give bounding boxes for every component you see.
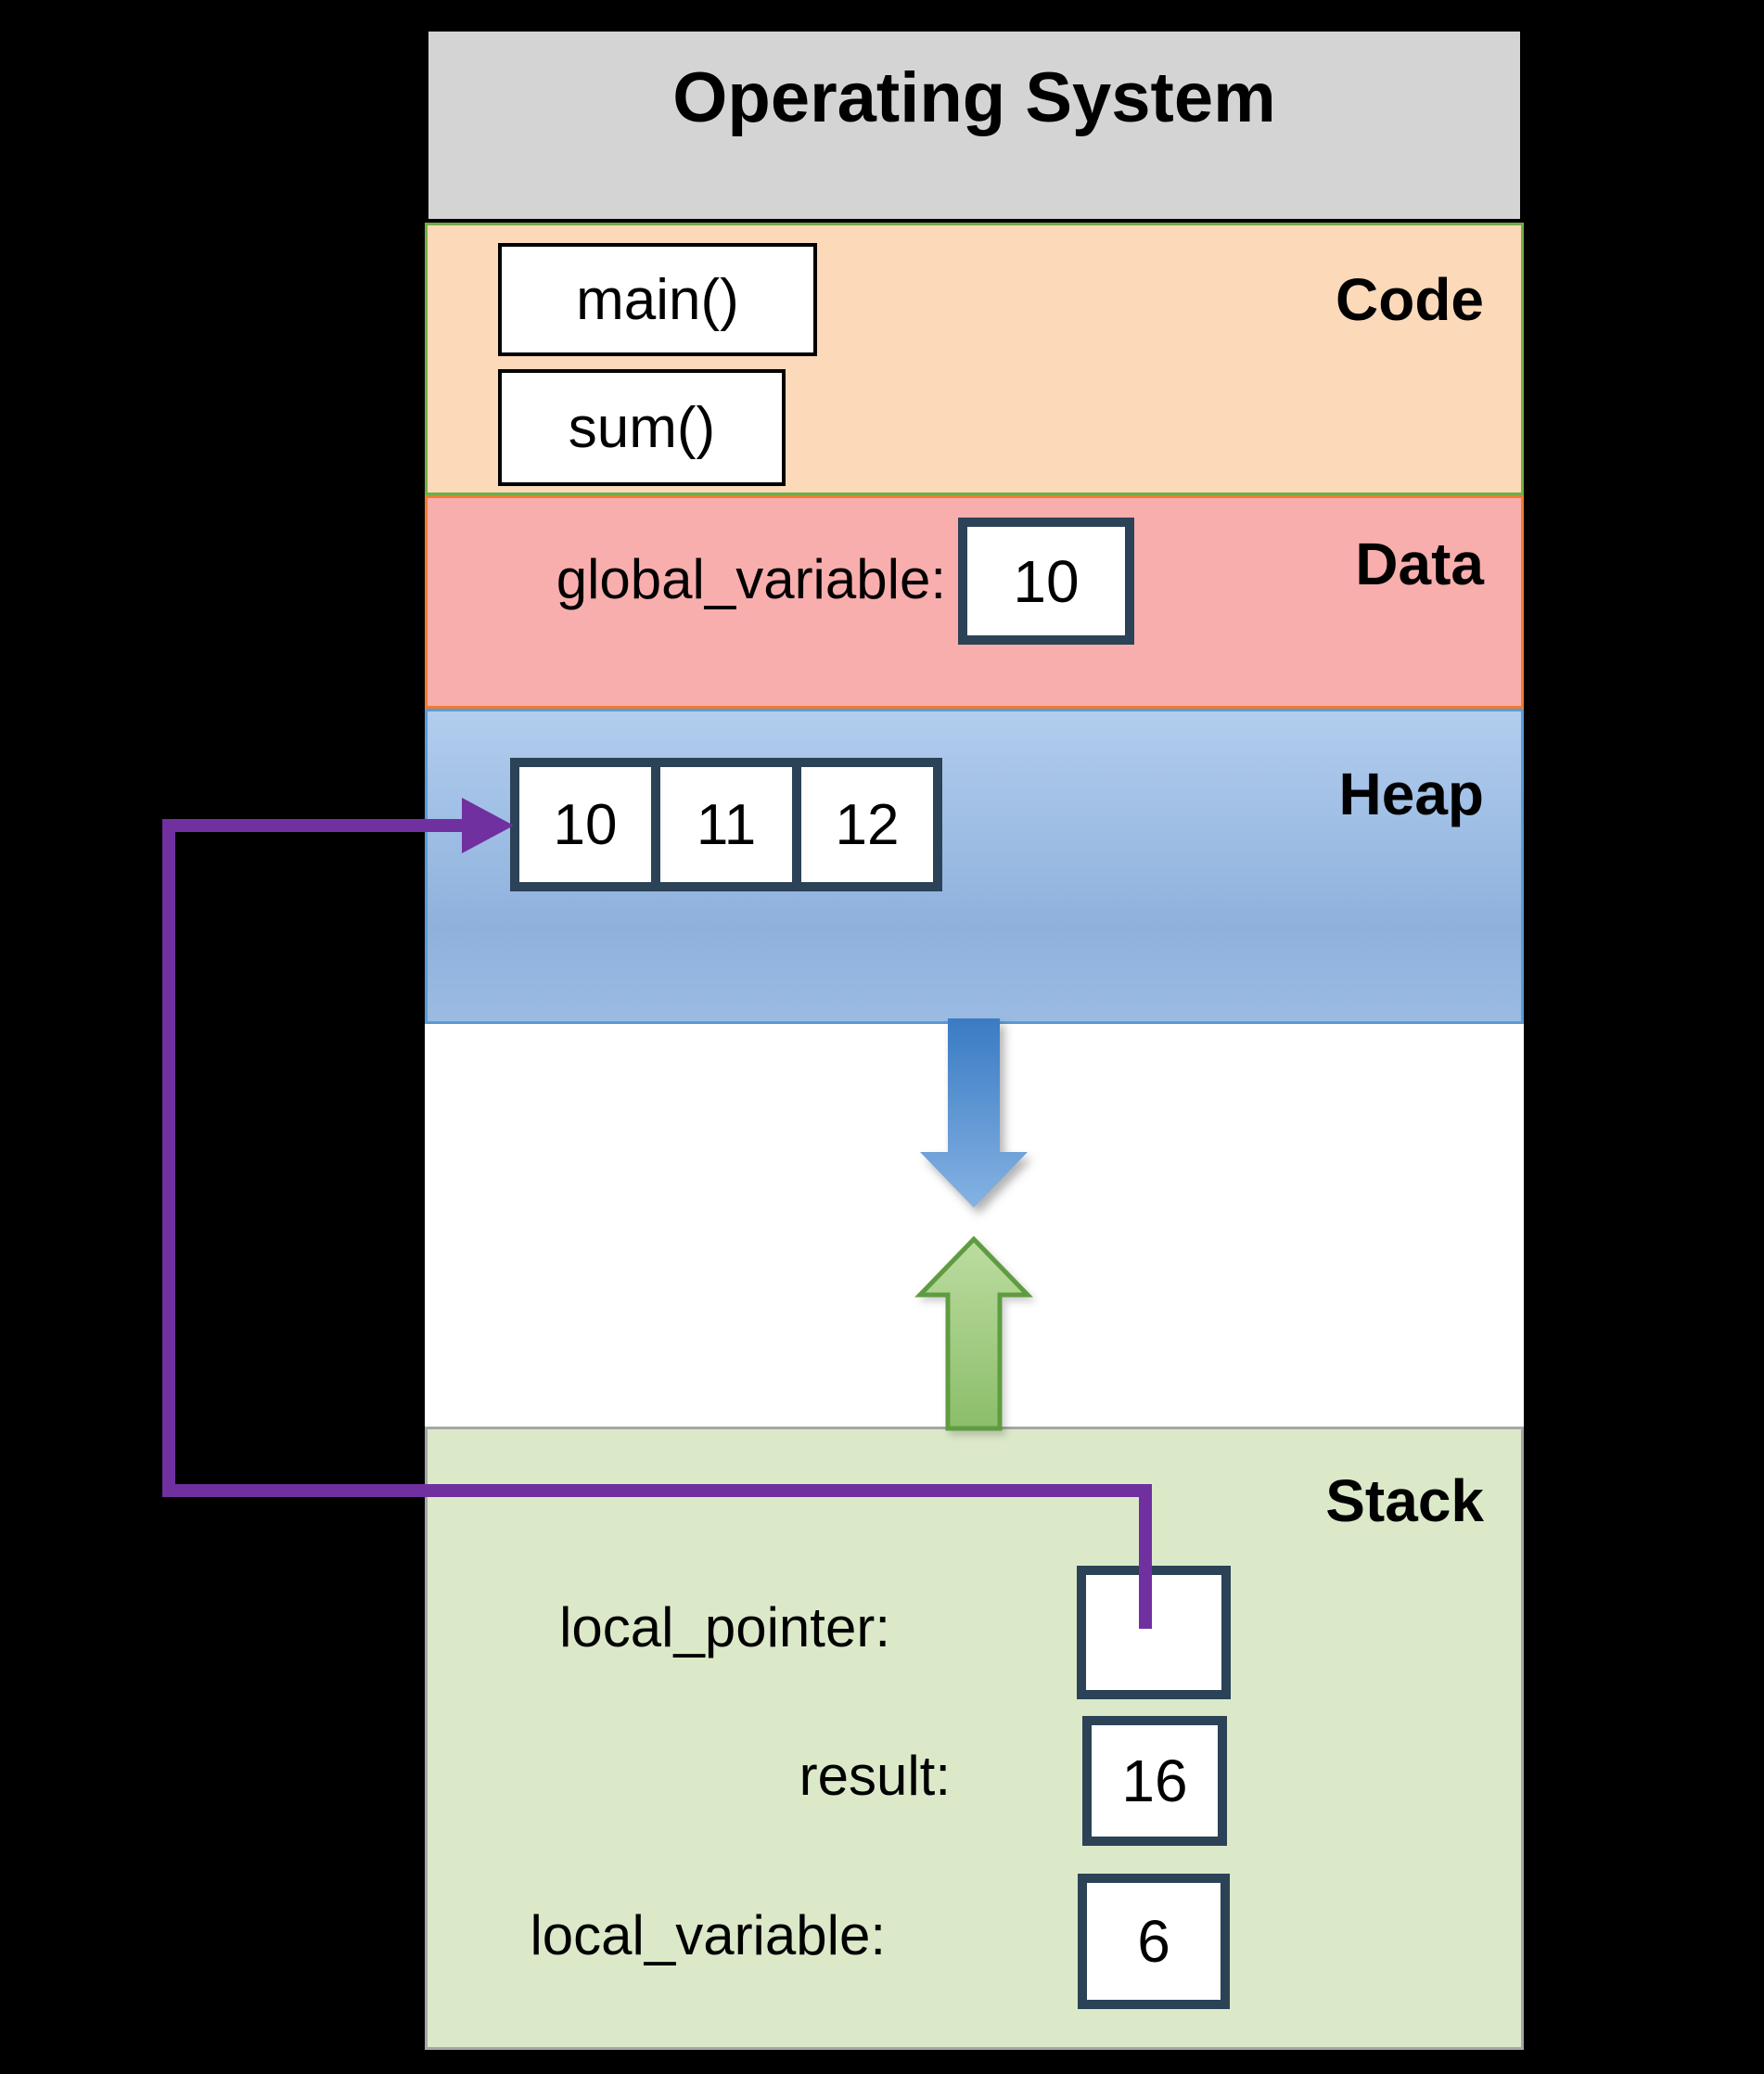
local-pointer-label: local_pointer: [559,1596,890,1658]
heap-array-value-2: 12 [835,792,900,857]
sum-function-label: sum() [568,395,716,460]
free-memory-region [425,1024,1524,1427]
local-pointer-value-box [1077,1566,1231,1699]
main-function-box: main() [498,243,817,356]
heap-array-cell: 11 [651,758,801,891]
heap-section-label: Heap [1338,761,1485,827]
result-value-box: 16 [1082,1716,1227,1846]
operating-system-title: Operating System [672,58,1276,137]
heap-array-cell: 12 [792,758,942,891]
main-function-label: main() [576,267,739,332]
operating-system-box: Operating System [425,28,1524,223]
result-value: 16 [1121,1748,1188,1814]
code-section-label: Code [1336,266,1484,333]
heap-array-cell: 10 [510,758,660,891]
local-variable-value-box: 6 [1078,1874,1230,2009]
local-variable-value: 6 [1137,1908,1170,1975]
heap-array-value-0: 10 [553,792,618,857]
heap-array-value-1: 11 [696,792,757,857]
data-section-label: Data [1355,531,1484,597]
sum-function-box: sum() [498,369,786,486]
global-variable-value-box: 10 [958,518,1134,645]
result-label: result: [799,1745,951,1807]
local-variable-label: local_variable: [530,1904,886,1966]
heap-array: 10 11 12 [510,758,942,891]
global-variable-label: global_variable: [556,548,946,610]
global-variable-value: 10 [1013,547,1080,615]
stack-section-label: Stack [1325,1467,1484,1534]
